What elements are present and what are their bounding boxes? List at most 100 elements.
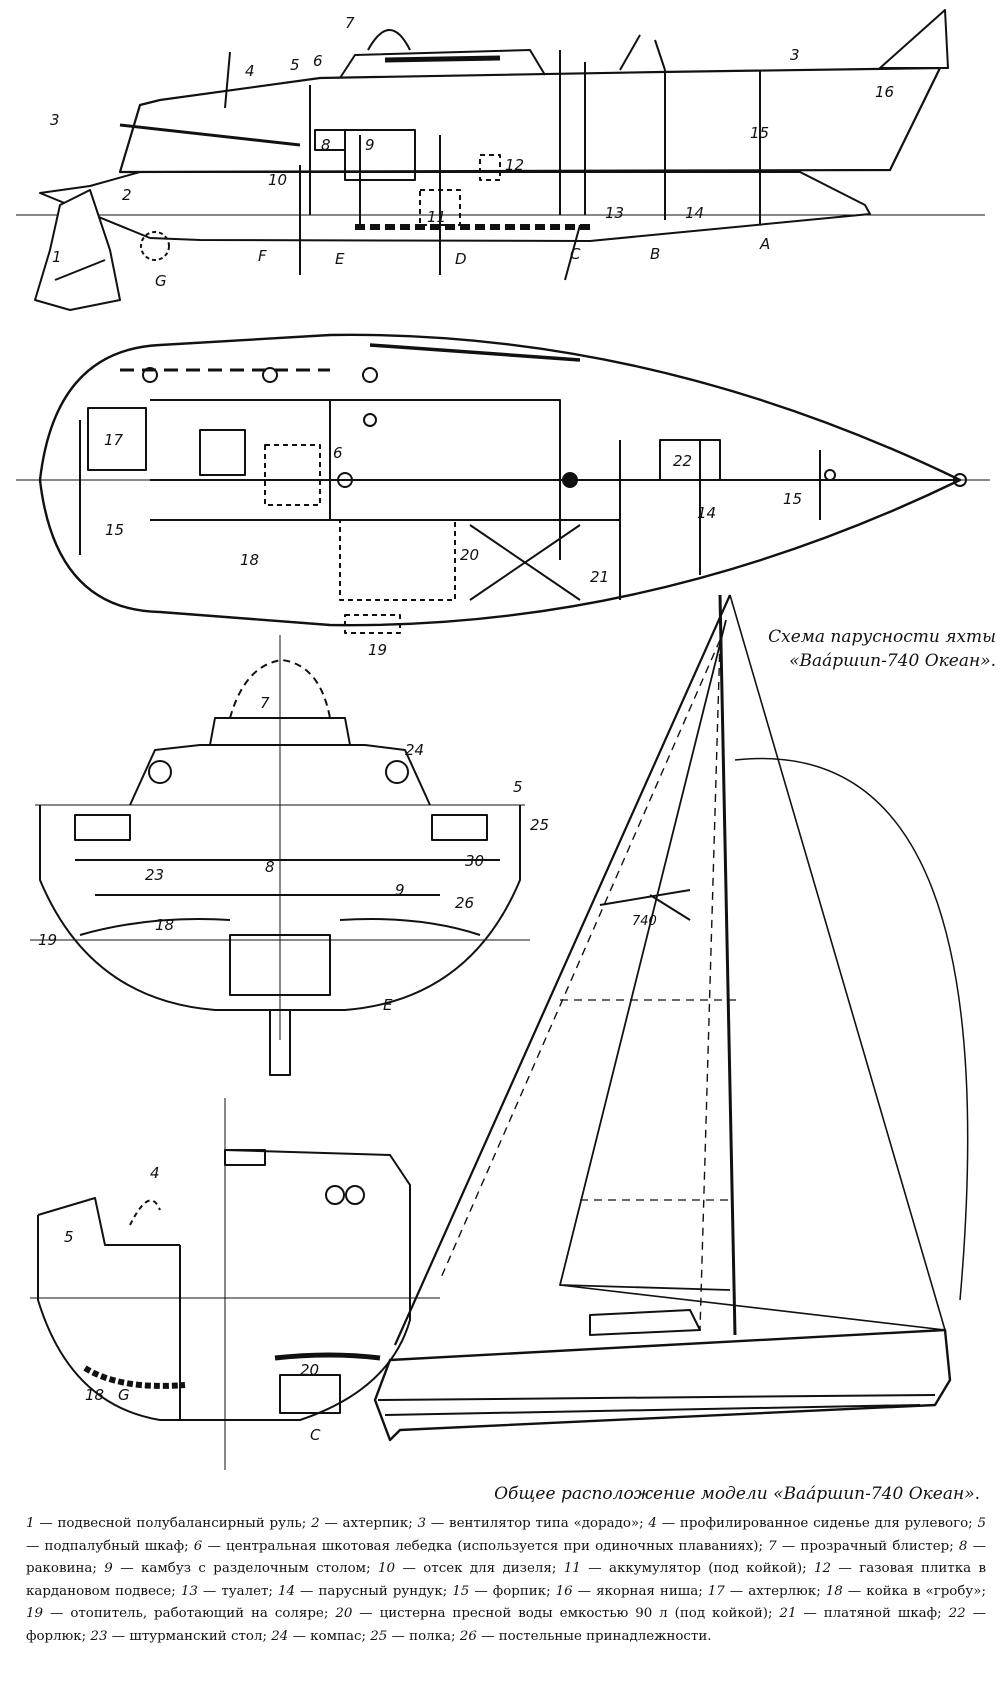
legend-number: 10 (378, 1561, 396, 1576)
legend-item: 8 — раковина; (26, 1539, 986, 1577)
callout-label: 22 (673, 452, 692, 470)
legend-number: 6 (193, 1538, 203, 1554)
legend-item: 19 — отопитель, работающий на соляре; (26, 1606, 335, 1621)
section-e (30, 635, 530, 1076)
callout-label: 20 (460, 546, 479, 564)
legend-item: 14 — парусный рундук; (278, 1584, 452, 1599)
callout-label: 1 (52, 248, 62, 266)
legend-item: 10 — отсек для дизеля; (378, 1561, 564, 1576)
legend-item: 2 — ахтерпик; (311, 1516, 417, 1531)
callout-label: 5 (290, 56, 300, 74)
plan-view (16, 333, 990, 634)
callout-label: 7 (260, 694, 270, 712)
legend-text: — форпик; (469, 1583, 556, 1599)
legend-number: 26 (459, 1628, 477, 1644)
legend-number: 24 (271, 1628, 289, 1644)
callout-label: 4 (245, 62, 255, 80)
legend-text: — профилированное сиденье для рулевого; (656, 1516, 978, 1531)
callout-label: 25 (530, 816, 549, 834)
legend-number: 11 (563, 1561, 581, 1576)
callout-label: 17 (104, 431, 124, 449)
callout-label: 15 (783, 490, 802, 508)
station-label: C (570, 245, 581, 263)
legend-text: — постельные принадлежности. (476, 1628, 712, 1644)
callout-label: 6 (313, 52, 323, 70)
legend-item: 7 — прозрачный блистер; (768, 1539, 959, 1554)
legend-item: 4 — профилированное сиденье для рулевого… (648, 1516, 977, 1531)
side-profile (16, 9, 985, 311)
sail-plan (373, 594, 969, 1442)
callout-label: 19 (38, 931, 57, 949)
legend-number: 13 (180, 1583, 198, 1599)
callout-label: 8 (265, 858, 275, 876)
legend-text: — газовая плитка в кардановом подвесе; (26, 1561, 986, 1599)
legend-text: — полка; (387, 1628, 460, 1644)
legend-text: — центральная шкотовая лебедка (использу… (202, 1538, 769, 1554)
yacht-drawings: 1 2 3 4 5 6 7 8 9 10 11 12 13 14 15 16 3… (16, 9, 990, 1470)
callout-label: 13 (605, 204, 624, 222)
callout-label: 23 (145, 866, 164, 884)
legend-text: — форлюк; (26, 1606, 986, 1644)
legend-text: — подпалубный шкаф; (26, 1538, 194, 1554)
legend-number: 16 (555, 1583, 573, 1599)
legend-item: 18 — койка в «гробу»; (826, 1584, 986, 1599)
legend-item: 23 — штурманский стол; (90, 1629, 271, 1644)
legend-item: 16 — якорная ниша; (556, 1584, 708, 1599)
callout-label: 5 (513, 778, 523, 796)
station-label: E (383, 996, 393, 1014)
caption-line: «Ваа́ршип-740 Океан». (789, 651, 996, 671)
legend-number: 3 (417, 1516, 427, 1531)
callout-label: 19 (368, 641, 387, 659)
legend-item: 6 — центральная шкотовая лебедка (исполь… (194, 1539, 768, 1554)
callout-label: 4 (150, 1164, 160, 1182)
legend-number: 20 (335, 1606, 353, 1621)
legend-item: 15 — форпик; (452, 1584, 555, 1599)
station-label: D (455, 250, 467, 268)
legend-text: — отсек для дизеля; (395, 1561, 564, 1576)
callout-label: 15 (750, 124, 769, 142)
callout-label: 20 (300, 1361, 319, 1379)
legend-number: 7 (768, 1538, 777, 1554)
legend-item: 20 — цистерна пресной воды емкостью 90 л… (335, 1606, 779, 1621)
legend-item: 22 — форлюк; (26, 1606, 986, 1644)
station-label: G (155, 272, 167, 290)
legend-item: 9 — камбуз с разделочным столом; (104, 1561, 378, 1576)
section-g (30, 1098, 440, 1470)
sail-plan-caption: Схема парусности яхты «Ваа́ршип-740 Океа… (746, 625, 996, 673)
legend-number: 8 (958, 1538, 968, 1554)
legend: 1 — подвесной полубалансирный руль; 2 — … (26, 1513, 986, 1648)
legend-text: — камбуз с разделочным столом; (112, 1561, 379, 1576)
legend-text: — парусный рундук; (295, 1583, 453, 1599)
callout-label: 18 (85, 1386, 104, 1404)
legend-item: 12 — газовая плитка в кардановом подвесе… (26, 1561, 986, 1599)
legend-item: 13 — туалет; (181, 1584, 278, 1599)
legend-text: — штурманский стол; (107, 1628, 272, 1644)
callout-label: 10 (268, 171, 287, 189)
callout-label: 12 (505, 156, 524, 174)
callout-label: 11 (427, 208, 446, 226)
callout-label: 14 (685, 204, 704, 222)
legend-text: — койка в «гробу»; (842, 1583, 986, 1599)
legend-text: — ахтерпик; (319, 1516, 418, 1531)
legend-number: 19 (26, 1606, 44, 1621)
sail-number: 740 (632, 914, 657, 929)
callout-label: 24 (405, 741, 424, 759)
legend-item: 24 — компас; (271, 1629, 370, 1644)
callout-label: 16 (875, 83, 894, 101)
legend-item: 11 — аккумулятор (под койкой); (564, 1561, 814, 1576)
legend-text: — платяной шкаф; (796, 1606, 949, 1621)
station-label: F (258, 247, 267, 265)
callout-label: 3 (50, 111, 60, 129)
callout-label: 9 (395, 881, 405, 899)
legend-text: — прозрачный блистер; (776, 1538, 959, 1554)
legend-number: 22 (948, 1606, 966, 1621)
legend-text: — отопитель, работающий на соляре; (43, 1606, 336, 1621)
callout-label: 15 (105, 521, 124, 539)
caption-line: Схема парусности яхты (768, 627, 996, 647)
callout-label: 18 (240, 551, 259, 569)
legend-item: 17 — ахтерлюк; (708, 1584, 826, 1599)
legend-text: — туалет; (197, 1583, 278, 1599)
legend-item: 3 — вентилятор типа «дорадо»; (418, 1516, 649, 1531)
legend-number: 23 (90, 1628, 108, 1644)
layout-caption: Общее расположение модели «Ваа́ршип-740 … (494, 1484, 980, 1504)
